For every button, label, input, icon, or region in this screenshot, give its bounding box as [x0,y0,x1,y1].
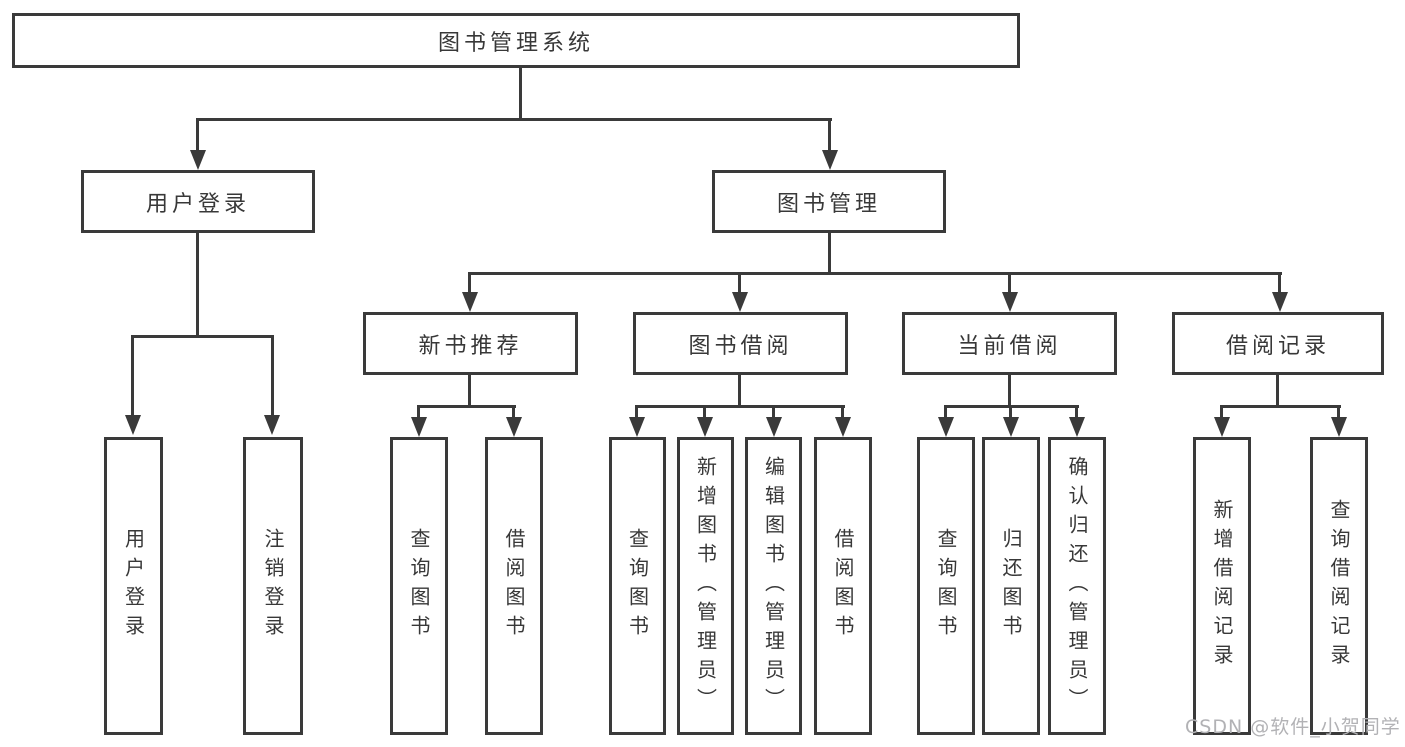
connector-vline [519,68,522,120]
connector-vline [1009,405,1012,419]
connector-vline [1008,272,1011,294]
arrowhead-down-icon [1069,417,1085,437]
node-book-management: 图书管理 [712,170,946,233]
leaf-label: 新增图书（管理员） [693,455,718,717]
arrowhead-down-icon [697,417,713,437]
node-label: 图书管理系统 [437,30,594,56]
leaf-query-books: 查询图书 [390,437,448,735]
leaf-borrow-books: 借阅图书 [485,437,543,735]
leaf-borrow-books: 借阅图书 [814,437,872,735]
leaf-label: 查询图书 [625,528,650,644]
connector-vline [828,233,831,275]
arrowhead-down-icon [1272,292,1288,312]
leaf-label: 查询图书 [934,528,958,644]
connector-vline [1075,405,1078,419]
leaf-label: 用户登录 [121,528,146,644]
node-label: 新书推荐 [418,333,523,359]
arrowhead-down-icon [411,417,427,437]
node-user-login: 用户登录 [81,170,315,233]
arrowhead-down-icon [506,417,522,437]
leaf-confirm-return-admin: 确认归还（管理员） [1048,437,1106,735]
leaf-label: 查询图书 [407,528,431,644]
leaf-add-borrow-record: 新增借阅记录 [1193,437,1251,735]
arrowhead-down-icon [264,415,280,435]
connector-hline [197,118,832,121]
connector-vline [738,272,741,294]
node-label: 用户登录 [145,191,250,217]
connector-vline [738,375,741,408]
leaf-label: 借阅图书 [502,528,526,644]
arrowhead-down-icon [835,417,851,437]
leaf-label: 编辑图书（管理员） [761,455,786,717]
connector-vline [271,335,274,419]
leaf-user-login: 用户登录 [104,437,163,735]
connector-vline [703,405,706,419]
connector-vline [1220,405,1223,419]
node-current-borrowing: 当前借阅 [902,312,1117,375]
connector-vline [1008,375,1011,408]
arrowhead-down-icon [1003,417,1019,437]
arrowhead-down-icon [125,415,141,435]
connector-vline [131,335,134,419]
node-new-book-recommend: 新书推荐 [363,312,578,375]
arrowhead-down-icon [766,417,782,437]
leaf-label: 归还图书 [999,528,1023,644]
leaf-query-books: 查询图书 [609,437,666,735]
leaf-return-books: 归还图书 [982,437,1040,735]
node-borrowing-records: 借阅记录 [1172,312,1384,375]
arrowhead-down-icon [629,417,645,437]
csdn-watermark: CSDN @软件_小贺同学 [1185,716,1401,738]
arrowhead-down-icon [1331,417,1347,437]
connector-hline [131,335,274,338]
leaf-label: 注销登录 [261,528,285,644]
leaf-add-books-admin: 新增图书（管理员） [677,437,734,735]
connector-hline [468,272,1282,275]
connector-hline [635,405,845,408]
leaf-edit-books-admin: 编辑图书（管理员） [745,437,802,735]
connector-vline [196,233,199,338]
node-label: 图书借阅 [688,333,793,359]
connector-vline [468,375,471,408]
connector-vline [417,405,420,419]
connector-vline [635,405,638,419]
arrowhead-down-icon [938,417,954,437]
leaf-logout: 注销登录 [243,437,303,735]
node-label: 图书管理 [776,191,881,217]
node-root-library-system: 图书管理系统 [12,13,1020,68]
arrowhead-down-icon [1002,292,1018,312]
connector-vline [944,405,947,419]
connector-hline [1220,405,1341,408]
connector-vline [828,118,831,154]
arrowhead-down-icon [462,292,478,312]
arrowhead-down-icon [822,150,838,170]
node-label: 借阅记录 [1225,333,1330,359]
leaf-query-borrow-record: 查询借阅记录 [1310,437,1368,735]
connector-vline [196,118,199,154]
node-book-borrowing: 图书借阅 [633,312,848,375]
connector-vline [468,272,471,294]
node-label: 当前借阅 [957,333,1062,359]
leaf-label: 查询借阅记录 [1327,499,1351,673]
connector-vline [1276,375,1279,408]
connector-vline [512,405,515,419]
connector-vline [841,405,844,419]
leaf-label: 新增借阅记录 [1210,499,1234,673]
leaf-query-books: 查询图书 [917,437,975,735]
connector-vline [1337,405,1340,419]
connector-hline [417,405,516,408]
arrowhead-down-icon [732,292,748,312]
leaf-label: 确认归还（管理员） [1065,455,1089,717]
connector-vline [1278,272,1281,294]
arrowhead-down-icon [190,150,206,170]
arrowhead-down-icon [1214,417,1230,437]
connector-vline [772,405,775,419]
leaf-label: 借阅图书 [831,528,855,644]
